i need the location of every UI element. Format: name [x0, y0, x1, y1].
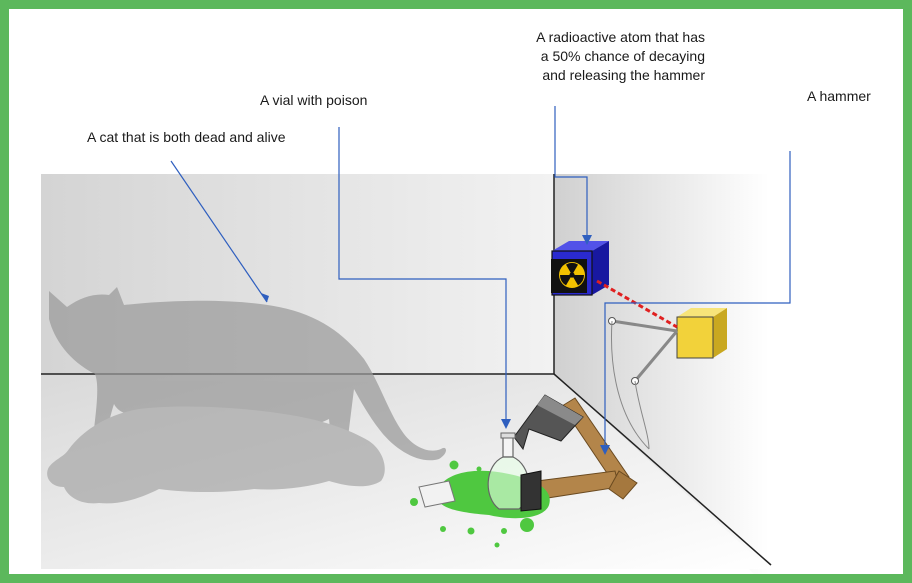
detector-box-icon [676, 308, 727, 359]
vial-label: A vial with poison [260, 92, 368, 108]
hammer-label: A hammer [807, 88, 871, 104]
hammer-icon [513, 394, 638, 500]
schrodinger-cat-scene [41, 106, 791, 574]
atom-label-line3: and releasing the hammer [542, 67, 705, 83]
vial-pointer [338, 127, 511, 429]
hammer-pointer [600, 151, 791, 455]
room-corner-diagonal [553, 373, 772, 566]
radiation-symbol-icon [551, 259, 587, 293]
release-mechanism [608, 317, 679, 450]
cat-label: A cat that is both dead and alive [87, 129, 286, 145]
radiation-beam [596, 279, 678, 329]
atom-pointer [554, 106, 592, 245]
radiation-box [551, 241, 609, 296]
atom-label-line2: a 50% chance of decaying [540, 48, 705, 64]
cat-icon [47, 287, 446, 504]
atom-label-line1: A radioactive atom that has [536, 29, 705, 45]
cat-dead-body [47, 406, 385, 504]
pointer-lines [170, 106, 791, 455]
vial-icon [418, 432, 542, 512]
cat-pointer [170, 160, 269, 303]
